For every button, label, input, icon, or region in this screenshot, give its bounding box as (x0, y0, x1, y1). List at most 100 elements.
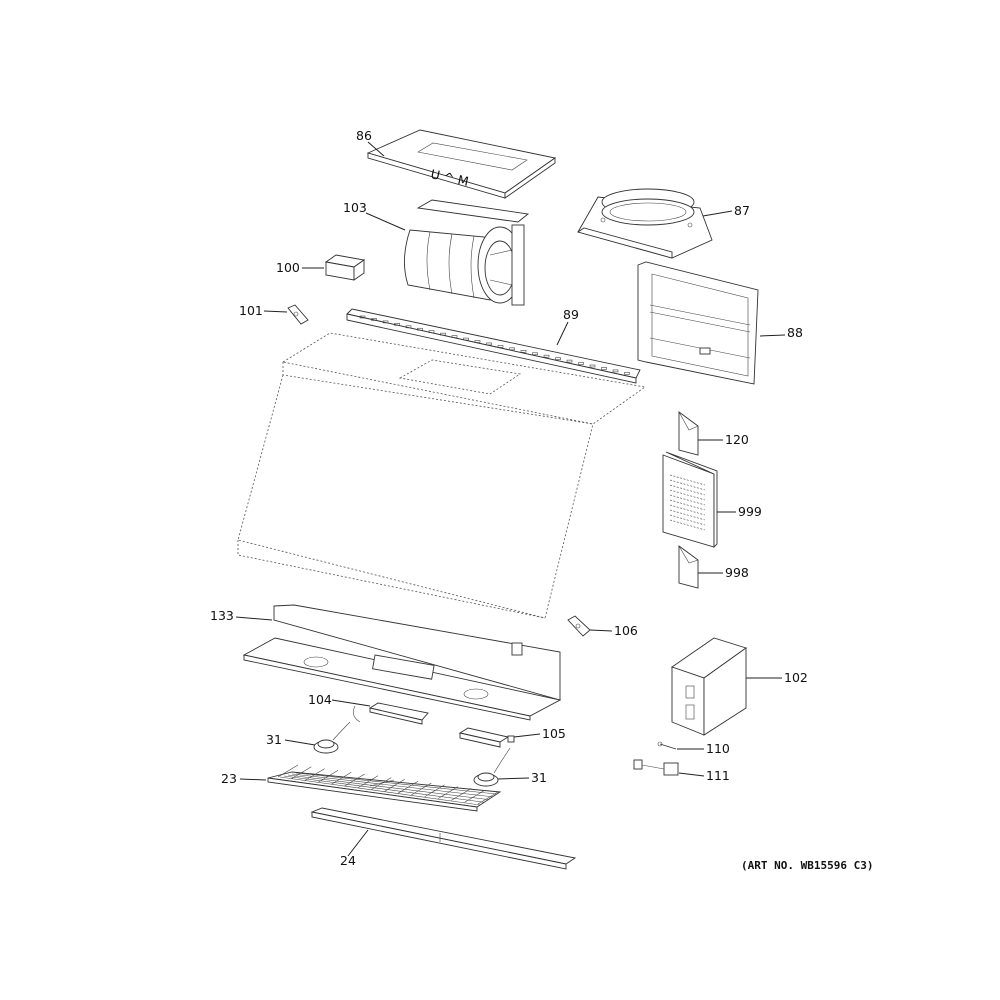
leader-88 (759, 334, 786, 337)
part-31-lamp-left[interactable] (313, 721, 351, 754)
manual-text-line (669, 509, 706, 521)
part-86-top-plate[interactable]: U ^ M (366, 129, 557, 199)
filter-mesh-line (291, 766, 312, 780)
part-88-damper-frame[interactable] (637, 261, 759, 385)
part-110-screw[interactable] (657, 741, 677, 750)
callout-87[interactable]: 87 (734, 203, 750, 218)
part-100-control-module[interactable] (324, 254, 366, 281)
rail-slot (612, 369, 619, 373)
callout-120[interactable]: 120 (725, 432, 749, 447)
leader-87 (702, 210, 733, 217)
filter-mesh-line (279, 776, 481, 806)
leader-31-left (284, 739, 316, 746)
callout-86[interactable]: 86 (356, 128, 372, 143)
callout-110[interactable]: 110 (706, 741, 730, 756)
rail-slot (497, 345, 504, 348)
leader-24 (347, 829, 369, 857)
leader-103 (365, 212, 406, 231)
rail-slot (589, 364, 596, 368)
rail-slot (394, 323, 400, 326)
callout-105[interactable]: 105 (542, 726, 566, 741)
manual-text-line (669, 489, 706, 501)
filter-mesh-line (304, 768, 325, 781)
manual-text-line (669, 499, 706, 511)
rail-slot (532, 352, 538, 356)
callout-100[interactable]: 100 (276, 260, 300, 275)
callout-31-left[interactable]: 31 (266, 732, 282, 747)
part-120-card[interactable] (678, 411, 699, 456)
manual-text-line (669, 514, 706, 526)
manual-text-line (669, 474, 706, 486)
callout-133[interactable]: 133 (210, 608, 234, 623)
leader-111 (678, 772, 705, 777)
rail-slot (371, 318, 377, 321)
leader-89 (556, 321, 569, 346)
rail-slot (555, 357, 561, 360)
leader-86 (367, 141, 385, 157)
filter-mesh-line (357, 775, 379, 789)
manual-text-line (669, 519, 706, 531)
rail-slot (624, 372, 630, 375)
rail-slot (520, 349, 527, 353)
rail-slot (405, 325, 412, 329)
rail-slot (359, 315, 366, 319)
part-111-connector[interactable] (633, 759, 679, 776)
rail-slot (543, 354, 550, 358)
callout-104[interactable]: 104 (308, 692, 332, 707)
part-23-grease-filter[interactable] (267, 764, 502, 812)
rail-slot (463, 337, 469, 341)
leader-31-right (497, 777, 530, 780)
manual-text-line (669, 494, 706, 506)
part-24-trim-strip[interactable] (310, 807, 577, 870)
rail-slot (417, 327, 423, 331)
callout-999[interactable]: 999 (738, 504, 762, 519)
part-133-front-panel[interactable] (242, 604, 562, 721)
part-89-mounting-rail[interactable] (346, 308, 641, 384)
callout-111[interactable]: 111 (706, 768, 730, 783)
leader-105 (513, 733, 541, 738)
rail-slot (486, 342, 492, 346)
part-101-switch[interactable] (287, 304, 309, 325)
rail-slot (382, 320, 389, 324)
callout-31-right[interactable]: 31 (531, 770, 547, 785)
callout-103[interactable]: 103 (343, 200, 367, 215)
callout-24[interactable]: 24 (340, 853, 356, 868)
part-106-switch[interactable] (567, 615, 591, 637)
part-104-light-bar[interactable] (353, 702, 429, 725)
part-999-manual[interactable] (662, 451, 718, 549)
callout-101[interactable]: 101 (239, 303, 263, 318)
rail-slot (451, 335, 458, 338)
part-105-led-driver[interactable] (458, 727, 515, 748)
part-87-duct-collar[interactable] (576, 188, 713, 259)
part-31-lamp-right[interactable] (473, 747, 511, 787)
rail-slot (428, 330, 435, 334)
part-102-electrical-box[interactable] (671, 637, 747, 736)
callout-89[interactable]: 89 (563, 307, 579, 322)
art-number: (ART NO. WB15596 C3) (741, 859, 873, 872)
filter-mesh-line (331, 771, 352, 785)
leader-23 (239, 778, 267, 781)
leader-101 (263, 310, 288, 313)
filter-mesh-line (283, 775, 485, 803)
manual-text-line (669, 504, 706, 516)
part-998-card[interactable] (678, 545, 699, 589)
callout-102[interactable]: 102 (784, 670, 808, 685)
callout-998[interactable]: 998 (725, 565, 749, 580)
filter-mesh-line (287, 774, 489, 800)
filter-mesh-line (277, 764, 299, 778)
filter-mesh-line (291, 773, 493, 798)
callout-23[interactable]: 23 (221, 771, 237, 786)
leader-133 (235, 616, 273, 621)
part-103-blower-assembly[interactable] (404, 199, 530, 306)
rail-slot (440, 332, 446, 336)
callout-106[interactable]: 106 (614, 623, 638, 638)
rail-slot (578, 362, 584, 365)
manual-text-line (669, 479, 706, 491)
filter-mesh-line (295, 772, 497, 795)
callout-88[interactable]: 88 (787, 325, 803, 340)
manual-text-line (669, 484, 706, 496)
rail-slot (601, 367, 607, 370)
hood-body (237, 332, 647, 619)
